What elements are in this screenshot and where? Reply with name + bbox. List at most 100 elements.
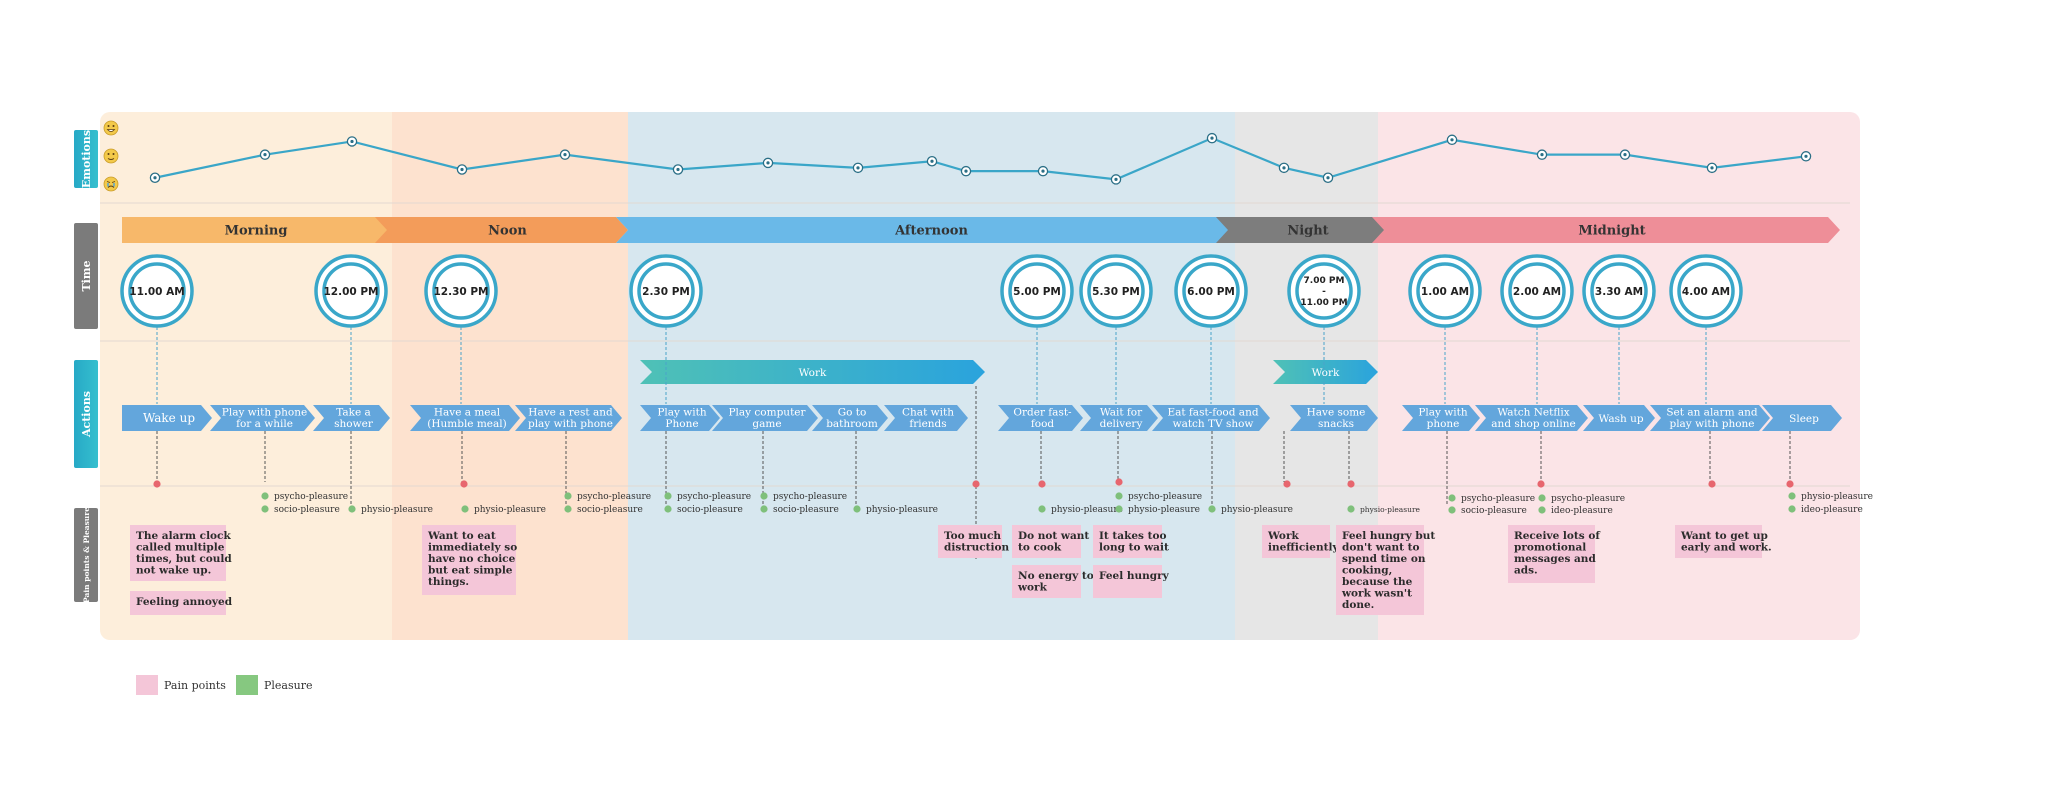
phase-arrow-afternoon: Afternoon (616, 217, 1235, 243)
action-label: Set an alarm and (1666, 407, 1758, 419)
pleasure-tag: socio-pleasure (564, 505, 643, 515)
time-label: 5.30 PM (1092, 286, 1140, 298)
emotion-point (852, 162, 864, 174)
pain-dot (1038, 480, 1046, 488)
action-label-line2: game (752, 418, 781, 430)
emotion-point (926, 155, 938, 167)
legend-item-pain: Pain points (136, 675, 226, 695)
pleasure-tag: physio-pleasure (1208, 505, 1293, 515)
time-tab: Time (74, 223, 98, 329)
time-label: 6.00 PM (1187, 286, 1235, 298)
action-label-line2: watch TV show (1173, 418, 1254, 430)
pain-note-line: The alarm clock (136, 530, 231, 542)
emotion-point (1278, 162, 1290, 174)
emotion-point (1446, 134, 1458, 146)
pleasure-tag: physio-pleasure (461, 505, 546, 515)
time-label: 7.00 PM (1304, 276, 1345, 286)
emotion-point (672, 164, 684, 175)
time-label-separator: - (1322, 287, 1326, 297)
pleasure-tag-label: ideo-pleasure (1801, 505, 1863, 515)
emotion-scale-icons (103, 120, 119, 192)
time-marker: 5.30 PM (1079, 254, 1153, 328)
pain-note-line: Do not want (1018, 530, 1089, 542)
legend: Pain points Pleasure (136, 675, 313, 695)
pleasure-tag-label: physio-pleasure (1128, 505, 1200, 515)
pleasure-tag-label: socio-pleasure (274, 505, 340, 515)
phase-band-midnight (1378, 112, 1860, 640)
pleasure-tag: physio-pleasure (1115, 505, 1200, 515)
pleasure-tag-label: physio-pleasure (866, 505, 938, 515)
action-step: Wake up (122, 405, 212, 431)
pleasure-tag: socio-pleasure (664, 505, 743, 515)
time-label: 11.00 AM (129, 286, 184, 298)
pain-pleasure-tab-label: Pain points & Pleasure (82, 507, 91, 603)
pain-note-line: Want to eat (427, 530, 496, 542)
pain-note-line: Feel hungry (1099, 570, 1170, 582)
pain-note-line: work wasn't (1341, 588, 1412, 600)
action-label: Play computer (728, 407, 806, 419)
action-label-line2: and shop online (1491, 418, 1575, 430)
emotion-point (1800, 151, 1812, 162)
work-bar: Work (1273, 360, 1378, 384)
pleasure-tag-label: psycho-pleasure (1128, 492, 1202, 502)
phase-label: Noon (488, 224, 527, 239)
phase-arrow-morning: Morning (122, 217, 390, 243)
time-label: 3.30 AM (1595, 286, 1643, 298)
pain-note-line: immediately so (428, 542, 517, 554)
pleasure-tag-label: socio-pleasure (773, 505, 839, 515)
actions-tab-label: Actions (80, 391, 93, 438)
action-label-line2: bathroom (826, 418, 878, 430)
pleasure-tags: psycho-pleasure socio-pleasure physio-plea… (261, 492, 1873, 516)
pleasure-tag-label: physio-pleasure (361, 505, 433, 515)
time-label: 12.00 PM (323, 286, 378, 298)
connectors (153, 327, 1794, 560)
action-label: Sleep (1789, 413, 1819, 425)
pleasure-tag-label: physio-pleasure (1801, 492, 1873, 502)
pain-note-line: long to wait (1099, 542, 1169, 554)
pleasure-tag-label: psycho-pleasure (577, 492, 651, 502)
legend-label-pleasure: Pleasure (264, 679, 313, 692)
pain-note-line: promotional (1514, 542, 1586, 554)
pain-note-line: work (1017, 582, 1048, 594)
emotion-point (960, 165, 972, 177)
pain-note-line: called multiple (136, 542, 225, 554)
pain-note-line: to cook (1018, 542, 1062, 554)
action-label: Take a (336, 407, 371, 419)
pain-pleasure-tab: Pain points & Pleasure (74, 507, 98, 603)
phase-label: Afternoon (894, 224, 968, 239)
pleasure-tag-label: psycho-pleasure (1461, 494, 1535, 504)
pain-note-line: early and work. (1681, 542, 1772, 554)
pain-dot (1537, 480, 1545, 488)
pleasure-tag: physio-pleasure (1038, 505, 1123, 515)
emotion-point (1037, 165, 1049, 177)
pain-dot (460, 480, 468, 488)
emotion-point (1322, 172, 1334, 183)
pleasure-tag-label: ideo-pleasure (1551, 506, 1613, 516)
action-label-line2: Phone (665, 418, 698, 430)
emotion-point (346, 136, 358, 147)
pain-note-line: It takes too (1099, 530, 1166, 542)
emotion-point (1206, 132, 1218, 144)
pain-dot (1708, 480, 1716, 488)
pain-note-line: but eat simple (428, 565, 513, 577)
time-marker: 12.30 PM (424, 254, 498, 328)
action-step: Have a meal(Humble meal) (410, 405, 520, 431)
time-tab-label: Time (80, 260, 93, 291)
emotion-point (1110, 174, 1122, 185)
action-label: Have a rest and (528, 407, 613, 419)
action-label: Order fast- (1013, 407, 1072, 419)
work-bar-label: Work (1312, 367, 1340, 379)
